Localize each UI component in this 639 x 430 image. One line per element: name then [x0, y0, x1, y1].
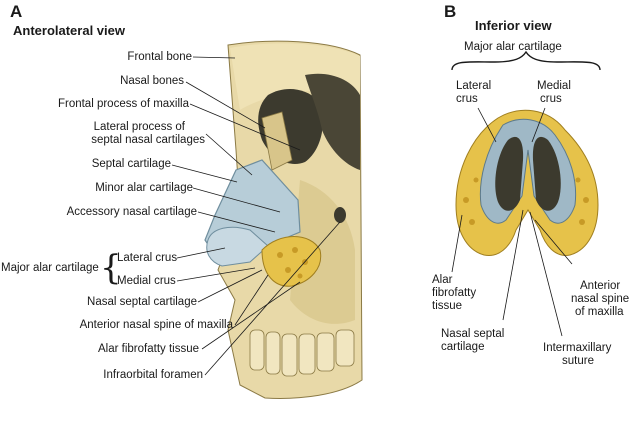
major-alar-brace: [451, 50, 601, 71]
panel-b-letter: B: [444, 2, 457, 21]
label-septal-cartilage: Septal cartilage: [91, 158, 171, 170]
leader-lines-b: [451, 107, 573, 337]
label-b-intermaxillary-line2: suture: [562, 355, 594, 367]
panel-b-title: Inferior view: [475, 18, 552, 33]
alar-fibrofatty-tissue: [261, 236, 322, 287]
label-b-lateral-crus-line2: crus: [456, 93, 478, 105]
label-b-alar-line1: Alar: [432, 274, 453, 286]
label-lateral-process-line1: Lateral process of: [93, 121, 185, 133]
label-b-nasal-septal-line1: Nasal septal: [441, 328, 505, 340]
label-frontal-process: Frontal process of maxilla: [57, 98, 189, 110]
label-infraorbital-foramen: Infraorbital foramen: [103, 369, 203, 381]
panel-a-letter: A: [10, 2, 23, 21]
label-lateral-process-line2: septal nasal cartilages: [91, 134, 205, 146]
label-b-anterior-line3: of maxilla: [575, 306, 624, 318]
label-nasal-septal-cartilage: Nasal septal cartilage: [87, 296, 197, 308]
label-b-alar-line3: tissue: [432, 300, 463, 312]
label-b-intermaxillary-line1: Intermaxillary: [543, 342, 612, 354]
label-lateral-crus: Lateral crus: [117, 252, 178, 264]
inferior-nose-illustration: [455, 109, 599, 257]
label-b-medial-crus-line2: crus: [540, 93, 562, 105]
label-accessory-nasal-cartilage: Accessory nasal cartilage: [66, 206, 197, 218]
label-b-anterior-line1: Anterior: [580, 280, 621, 292]
teeth: [249, 329, 355, 377]
panel-a-title: Anterolateral view: [13, 23, 125, 38]
major-alar-brace-a: {: [100, 248, 122, 288]
label-b-nasal-septal-line2: cartilage: [441, 341, 485, 353]
label-minor-alar-cartilage: Minor alar cartilage: [95, 182, 193, 194]
label-b-major-alar-cartilage: Major alar cartilage: [464, 41, 562, 53]
label-b-medial-crus-line1: Medial: [537, 80, 571, 92]
label-frontal-bone: Frontal bone: [127, 51, 192, 63]
label-major-alar-cartilage: Major alar cartilage: [1, 262, 99, 274]
label-nasal-bones: Nasal bones: [120, 75, 184, 87]
infraorbital-foramen: [334, 207, 346, 223]
label-medial-crus: Medial crus: [117, 275, 176, 287]
label-anterior-nasal-spine: Anterior nasal spine of maxilla: [79, 319, 233, 331]
label-b-anterior-line2: nasal spine: [571, 293, 630, 305]
label-alar-fibrofatty-tissue: Alar fibrofatty tissue: [98, 343, 199, 355]
label-b-lateral-crus-line1: Lateral: [456, 80, 492, 92]
label-b-alar-line2: fibrofatty: [432, 287, 477, 299]
leader-lines-a: [171, 56, 341, 376]
